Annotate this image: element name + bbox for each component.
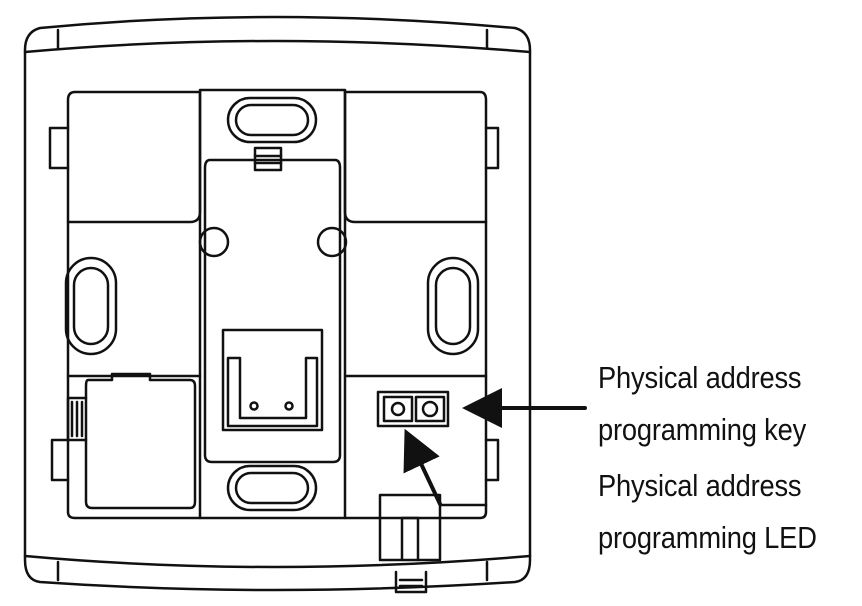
programming-key	[421, 400, 439, 418]
bus-terminal	[378, 493, 442, 562]
led-label-line2: programming LED	[598, 520, 817, 555]
top-rim	[23, 39, 532, 54]
panel-top-left	[66, 90, 202, 224]
top-oblong-hole	[226, 96, 318, 144]
mounting-plate	[66, 88, 488, 520]
left-oblong-hole	[64, 256, 118, 356]
key-label-line1: Physical address	[598, 360, 802, 395]
left-module	[84, 372, 197, 510]
bus-connector	[221, 328, 324, 432]
central-recess	[203, 158, 342, 464]
panel-top-right	[343, 90, 488, 224]
led-arrow	[403, 428, 442, 506]
key-label-line2: programming key	[598, 412, 807, 447]
bottom-rim	[23, 554, 532, 569]
led-label-line1: Physical address	[598, 468, 802, 503]
housing-outline	[23, 15, 532, 592]
bottom-clip	[394, 570, 428, 594]
right-oblong-hole	[426, 256, 480, 356]
programming-module	[376, 390, 450, 428]
bottom-oblong-hole	[226, 464, 318, 512]
programming-led	[390, 401, 406, 417]
